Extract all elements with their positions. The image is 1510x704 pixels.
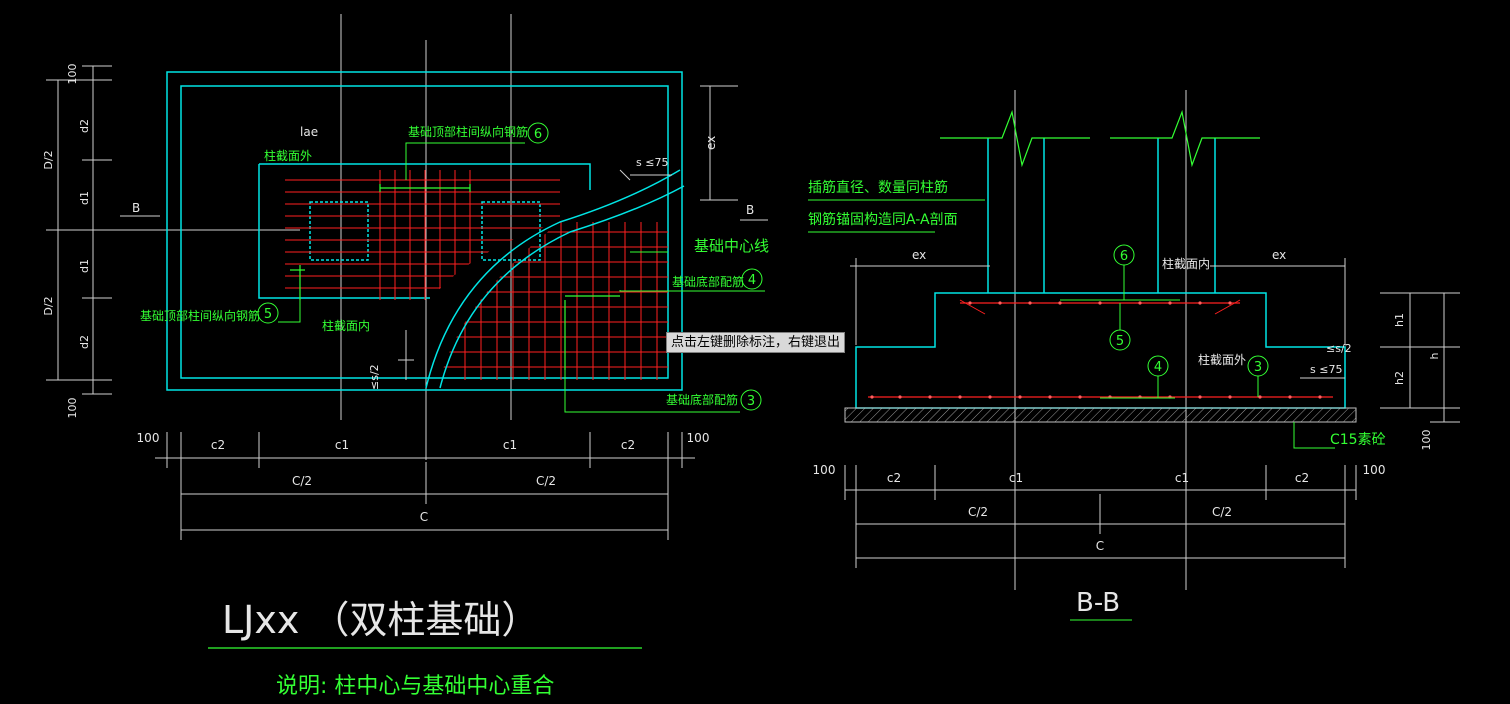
- section-blinding-concrete: [844, 407, 1357, 423]
- section-dim-h: h: [1428, 352, 1441, 359]
- plan-dim-D2-bottom: D/2: [42, 296, 55, 315]
- section-mark-3: 3: [1254, 360, 1262, 375]
- section-dim-c2-left: c2: [887, 471, 901, 485]
- plan-s-le-75: s ≤75: [636, 156, 668, 169]
- plan-label-center-line: 基础中心线: [694, 237, 769, 255]
- plan-label-bottom-rebar-2: 基础底部配筋: [666, 392, 738, 407]
- plan-dim-c1-left: c1: [335, 438, 349, 452]
- plan-mark-6: 6: [534, 127, 542, 142]
- plan-mark-3: 3: [747, 394, 755, 409]
- plan-dim-C2-left: C/2: [292, 474, 312, 488]
- section-mark-5: 5: [1116, 334, 1124, 349]
- plan-dim-d2-top: d2: [78, 119, 91, 133]
- section-footing-outline: [855, 292, 1346, 409]
- plan-dim-c2-left: c2: [211, 438, 225, 452]
- section-ex-left: ex: [912, 248, 926, 262]
- section-ex-right: ex: [1272, 248, 1286, 262]
- section-label-concrete: C15素砼: [1330, 432, 1386, 448]
- plan-dim-100-top: 100: [66, 64, 79, 85]
- command-tooltip: 点击左键删除标注，右键退出: [666, 332, 846, 353]
- plan-label-top-lat-rebar: 基础顶部柱间纵向钢筋: [140, 308, 260, 323]
- plan-dim-100-left: 100: [137, 431, 160, 445]
- plan-dim-C: C: [420, 510, 428, 524]
- plan-ex-label: ex: [704, 136, 718, 150]
- plan-break-line: [425, 169, 685, 389]
- section-label-dowel: 插筋直径、数量同柱筋: [808, 179, 948, 196]
- plan-lae-label: lae: [300, 125, 318, 139]
- section-label-col-face-in: 柱截面内: [1162, 256, 1210, 271]
- section-dim-C2-left: C/2: [968, 505, 988, 519]
- plan-section-b-right: B: [746, 203, 754, 217]
- drawing-note: 说明: 柱中心与基础中心重合: [276, 674, 554, 699]
- plan-section-b-left: B: [132, 201, 140, 215]
- plan-dim-c2-right: c2: [621, 438, 635, 452]
- section-dim-100-left: 100: [813, 463, 836, 477]
- section-s-le-75: s ≤75: [1310, 363, 1342, 376]
- section-dim-c1-right: c1: [1175, 471, 1189, 485]
- section-dim-100-right: 100: [1363, 463, 1386, 477]
- section-s-half: ≤s/2: [1326, 342, 1352, 355]
- plan-dim-C2-right: C/2: [536, 474, 556, 488]
- plan-dim-c1-right: c1: [503, 438, 517, 452]
- section-dim-100: 100: [1420, 430, 1433, 451]
- section-dim-c2-right: c2: [1295, 471, 1309, 485]
- title-block: LJxx （双柱基础） 说明: 柱中心与基础中心重合: [208, 598, 642, 699]
- section-dim-C: C: [1096, 539, 1104, 553]
- section-dim-C2-right: C/2: [1212, 505, 1232, 519]
- plan-label-col-face-out: 柱截面外: [264, 148, 312, 163]
- plan-label-col-face-in: 柱截面内: [322, 318, 370, 333]
- plan-mark-4: 4: [748, 273, 756, 288]
- plan-s-half: ≤s/2: [368, 364, 381, 390]
- section-title: B-B: [1076, 588, 1120, 618]
- section-dim-c1-left: c1: [1009, 471, 1023, 485]
- section-label-anchor: 钢筋锚固构造同A-A剖面: [808, 211, 958, 228]
- plan-label-bottom-rebar-1: 基础底部配筋: [672, 274, 744, 289]
- plan-dim-D2-top: D/2: [42, 150, 55, 169]
- section-mark-6: 6: [1120, 249, 1128, 264]
- section-dim-h1: h1: [1393, 313, 1406, 327]
- section-view: 6 5 4 3 插筋直径、数量同柱筋 钢筋锚固构造同A-A剖面 C15素砼 柱截…: [808, 90, 1460, 621]
- drawing-title: LJxx （双柱基础）: [222, 598, 539, 642]
- plan-dim-100-right: 100: [687, 431, 710, 445]
- section-mark-4: 4: [1154, 360, 1162, 375]
- section-label-col-face-out: 柱截面外: [1198, 352, 1246, 367]
- plan-dim-d1-bottom: d1: [78, 259, 91, 273]
- plan-dim-d2-bottom: d2: [78, 335, 91, 349]
- plan-dim-d1-top: d1: [78, 191, 91, 205]
- plan-mark-5: 5: [264, 307, 272, 322]
- plan-dim-100-bottom: 100: [66, 398, 79, 419]
- section-dim-h2: h2: [1393, 371, 1406, 385]
- plan-view: 基础顶部柱间纵向钢筋 柱截面外 基础顶部柱间纵向钢筋 柱截面内 基础中心线 基础…: [42, 14, 769, 540]
- plan-label-top-rebar: 基础顶部柱间纵向钢筋: [408, 124, 528, 139]
